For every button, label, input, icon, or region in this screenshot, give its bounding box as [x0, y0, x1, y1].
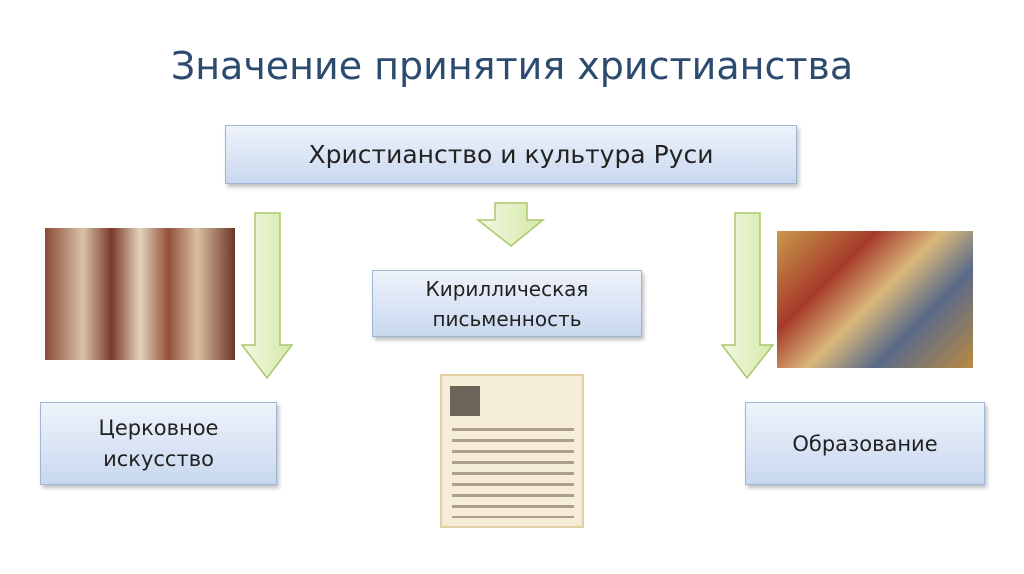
cyrillic-writing-box: Кириллическая письменность	[372, 270, 642, 337]
box-line: искусство	[103, 446, 214, 471]
box-line: письменность	[432, 306, 582, 331]
arrow-down-icon	[475, 202, 546, 247]
letters	[452, 421, 574, 518]
fresco-image	[45, 228, 235, 360]
cyrillic-alphabet-image	[440, 374, 584, 528]
manuscript-miniature-image	[777, 231, 973, 368]
box-line: Церковное	[98, 415, 219, 440]
top-box: Христианство и культура Руси	[225, 125, 797, 184]
slide-title: Значение принятия христианства	[170, 44, 854, 88]
church-art-box: Церковное искусство	[40, 402, 277, 485]
box-line: Кириллическая	[425, 276, 589, 301]
arrow-down-icon	[720, 212, 775, 380]
arrow-down-icon	[240, 212, 294, 380]
education-box: Образование	[745, 402, 985, 485]
illustration	[450, 386, 480, 416]
